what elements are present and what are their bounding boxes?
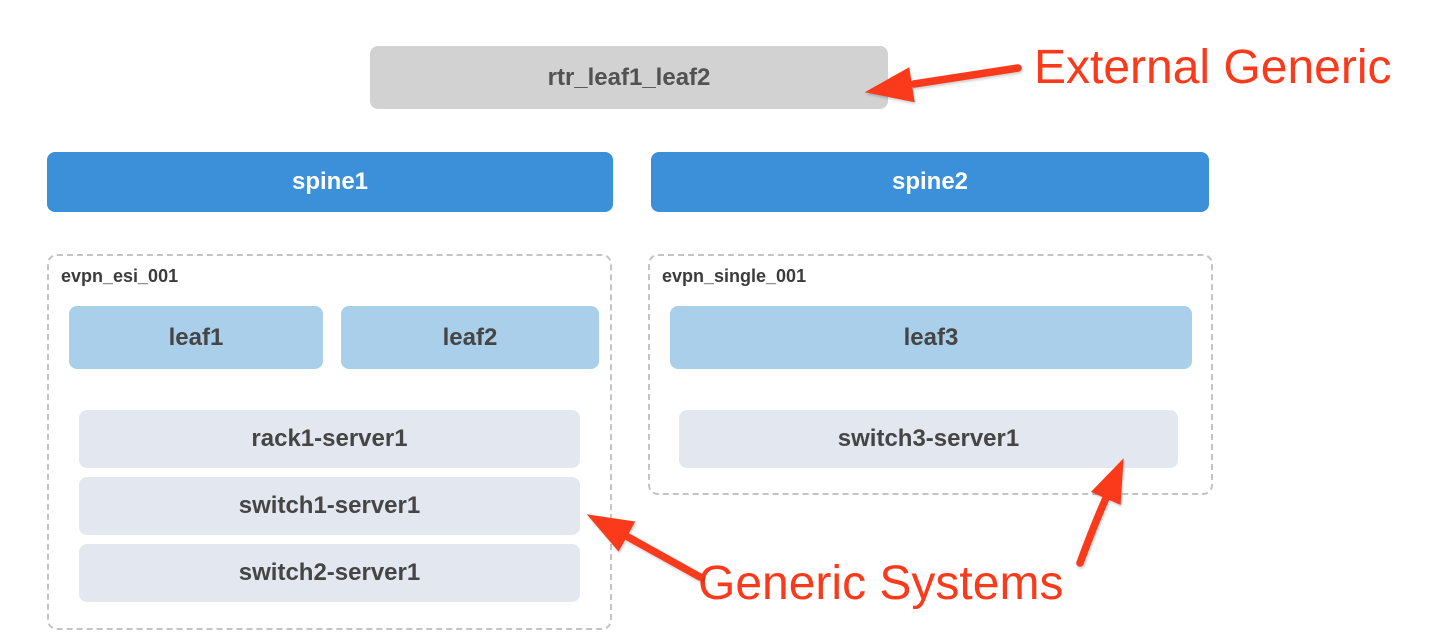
node-switch3-server1[interactable]: switch3-server1 bbox=[679, 410, 1178, 468]
annotation-generic-systems-label: Generic Systems bbox=[698, 557, 1064, 610]
rack-group-evpn-single-001: evpn_single_001 bbox=[648, 254, 1213, 495]
node-leaf3[interactable]: leaf3 bbox=[670, 306, 1192, 369]
node-rack1-server1[interactable]: rack1-server1 bbox=[79, 410, 580, 468]
rack-group-label: evpn_esi_001 bbox=[61, 266, 179, 286]
node-leaf1[interactable]: leaf1 bbox=[69, 306, 323, 369]
node-switch1-server1[interactable]: switch1-server1 bbox=[79, 477, 580, 535]
arrow-external-generic bbox=[864, 64, 1022, 103]
node-external-generic[interactable]: rtr_leaf1_leaf2 bbox=[370, 46, 888, 109]
node-spine1[interactable]: spine1 bbox=[47, 152, 613, 212]
node-leaf2[interactable]: leaf2 bbox=[341, 306, 599, 369]
annotation-external-generic-label: External Generic bbox=[1034, 41, 1392, 94]
rack-group-evpn-esi-001: evpn_esi_001 bbox=[47, 254, 612, 630]
node-spine2[interactable]: spine2 bbox=[651, 152, 1209, 212]
rack-group-label: evpn_single_001 bbox=[662, 266, 807, 286]
node-switch2-server1[interactable]: switch2-server1 bbox=[79, 544, 580, 602]
